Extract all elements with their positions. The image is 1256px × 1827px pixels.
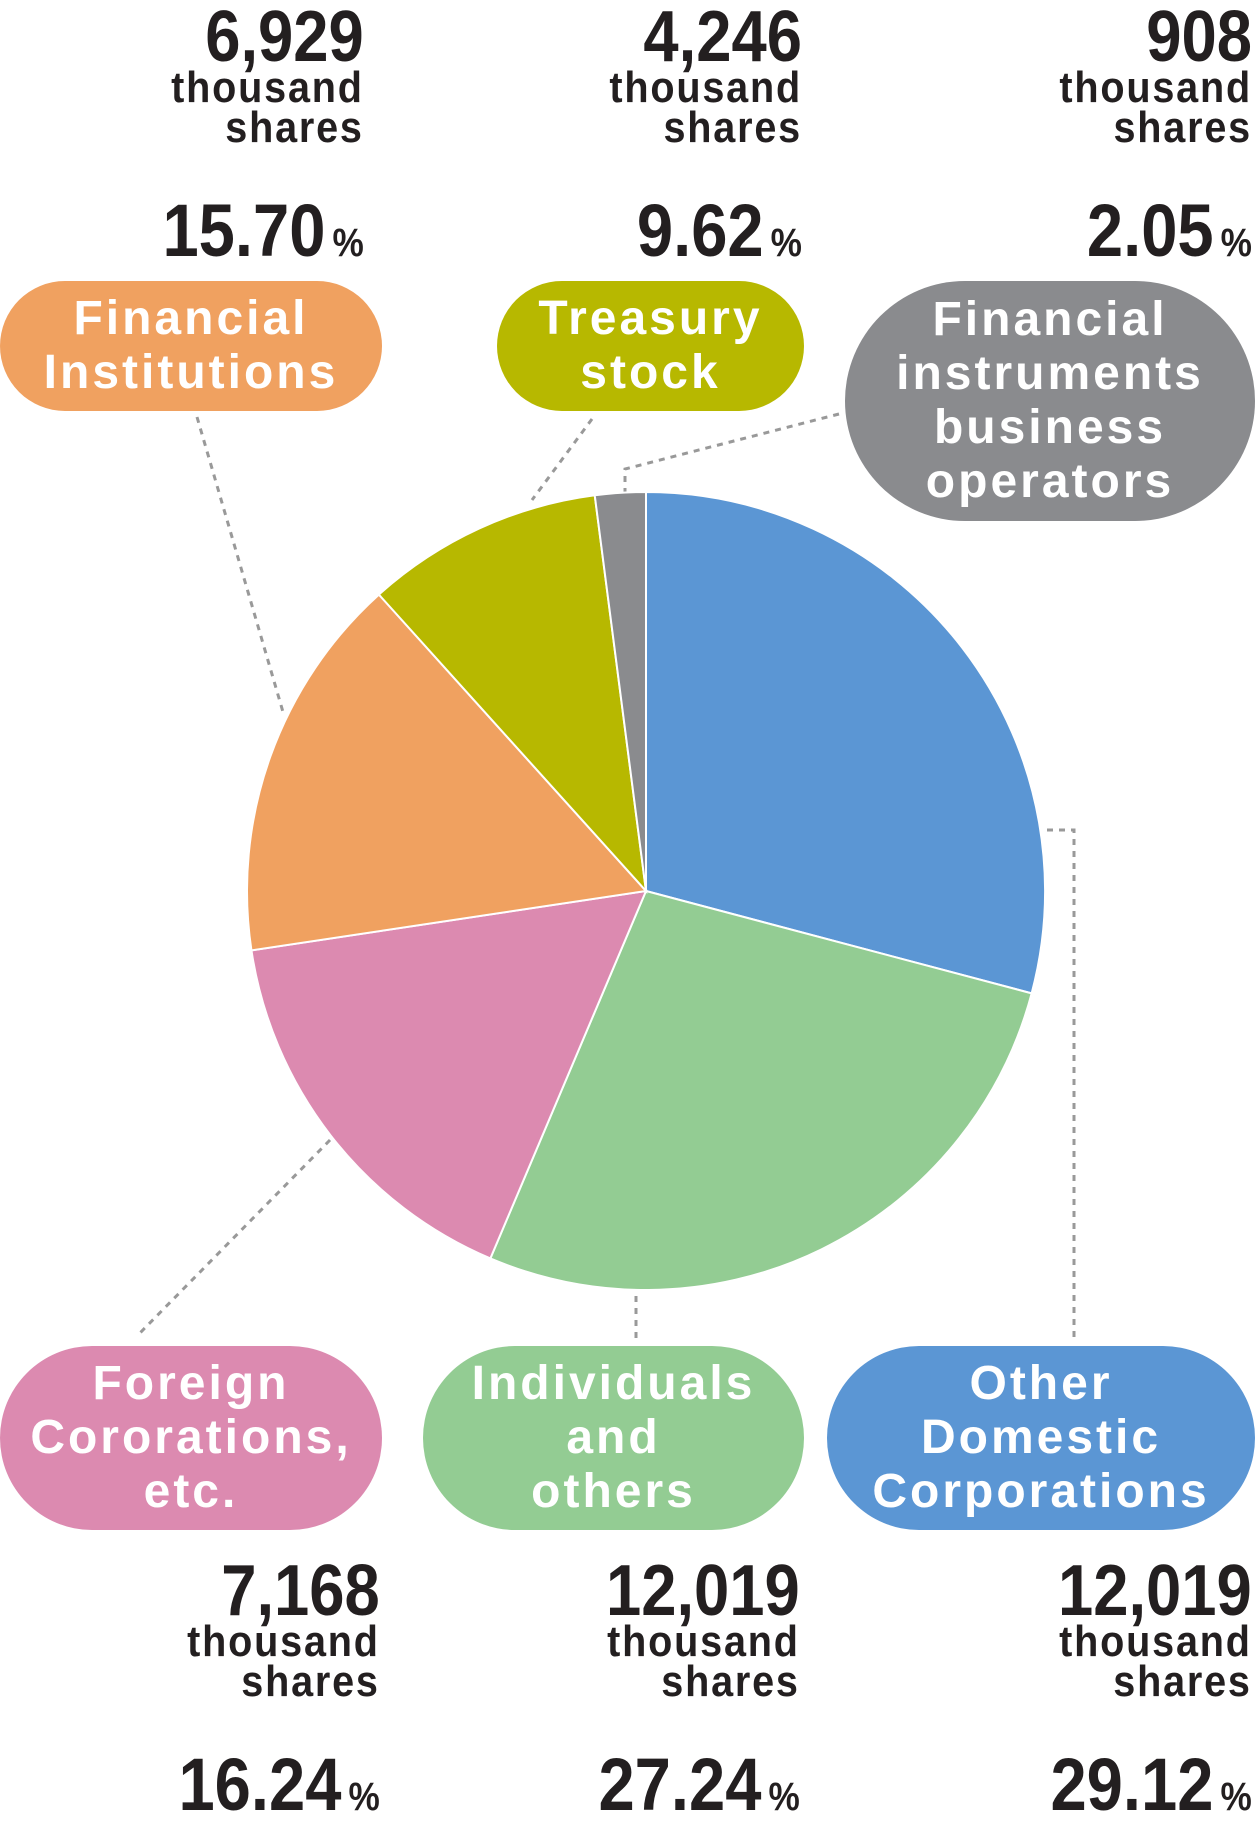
stat-financial-institutions: 6,929 thousand shares 15.70% [135,0,364,273]
shares-value: 908 [1146,0,1252,77]
percent-label: 16.24% [178,1743,380,1826]
leader-foreign [135,1138,332,1338]
shares-value: 4,246 [643,0,802,77]
stat-foreign-corporations: 7,168 thousand shares 16.24% [151,1551,380,1827]
pie-slice-treasury-stock [377,494,648,895]
pie-slice-foreign-cororations-etc [250,889,648,1260]
percent-label: 15.70% [162,189,364,272]
unit-label: shares [663,103,802,152]
unit-label: thousand [171,63,364,112]
unit-label: shares [661,1657,800,1706]
unit-label: shares [1113,1657,1252,1706]
leader-financial-instruments [623,412,840,494]
stat-other-domestic: 12,019 thousand shares 29.12% [1023,1551,1252,1827]
unit-label: shares [1113,103,1252,152]
pie-slice-financial-institutions [246,593,648,952]
percent-label: 27.24% [598,1743,800,1826]
stat-financial-instruments: 908 thousand shares 2.05% [1038,0,1252,273]
pie-slice-individuals-and-others [489,889,1033,1291]
stat-individuals: 12,019 thousand shares 27.24% [571,1551,800,1827]
unit-label: thousand [187,1617,380,1666]
leader-other-domestic [1047,828,1076,1342]
stat-treasury-stock: 4,246 thousand shares 9.62% [588,0,802,273]
unit-label: shares [241,1657,380,1706]
unit-label: thousand [1059,1617,1252,1666]
leader-treasury-stock [530,418,594,501]
percent-label: 9.62% [636,189,802,272]
unit-label: thousand [1059,63,1252,112]
shares-value: 12,019 [606,1551,800,1631]
pie-slice-financial-instruments-business-operators [593,490,647,892]
percent-label: 2.05% [1086,189,1252,272]
percent-label: 29.12% [1050,1743,1252,1826]
unit-label: thousand [607,1617,800,1666]
shares-value: 7,168 [221,1551,380,1631]
leader-financial-institutions [195,416,285,713]
shares-value: 12,019 [1058,1551,1252,1631]
pie-slice-other-domestic-corporations [645,490,1046,995]
shares-value: 6,929 [205,0,364,77]
unit-label: shares [225,103,364,152]
unit-label: thousand [609,63,802,112]
